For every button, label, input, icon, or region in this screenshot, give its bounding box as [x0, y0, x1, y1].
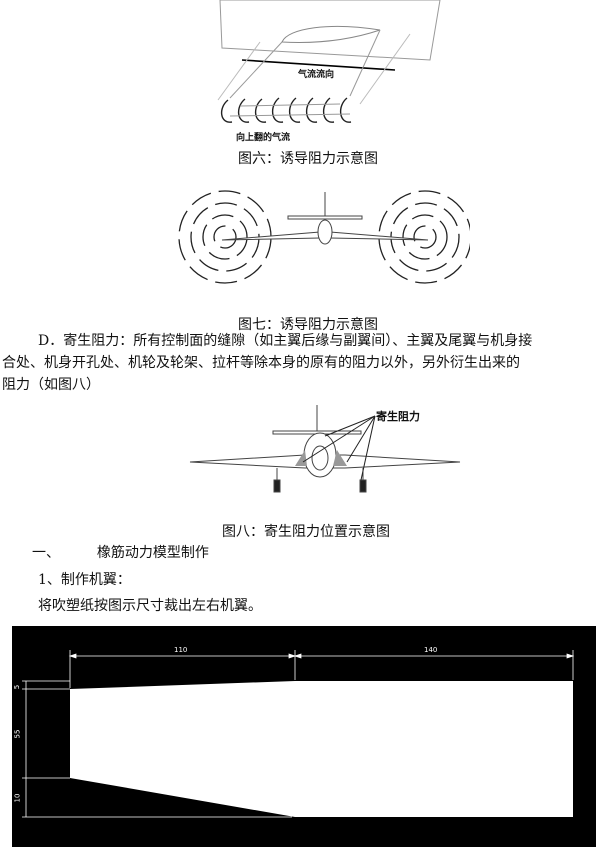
dim-left-top: 5: [13, 684, 22, 690]
dim-top-left: 110: [174, 646, 188, 654]
left-dimensions: [22, 680, 292, 818]
figure7-diagram: [178, 190, 470, 284]
figure8-diagram: [189, 405, 461, 493]
upflow-label: 向上翻的气流: [236, 133, 291, 143]
paragraph-line: D．寄生阻力：所有控制面的缝隙（如主翼后缘与副翼间）、主翼及尾翼与机身接: [38, 333, 533, 349]
aircraft-front-view: [189, 405, 461, 493]
wing-outline: [70, 681, 573, 817]
step1-instruction: 将吹塑纸按图示尺寸裁出左右机翼。: [38, 598, 262, 614]
step1-title: 1、制作机翼：: [38, 572, 131, 588]
paragraph-parasitic-drag: D．寄生阻力：所有控制面的缝隙（如主翼后缘与副翼间）、主翼及尾翼与机身接 合处、…: [2, 330, 605, 396]
aircraft-front-view: [221, 192, 429, 245]
dim-left-mid: 55: [13, 729, 22, 739]
paragraph-line: 合处、机身开孔处、机轮及轮架、拉杆等除本身的原有的阻力以外，另外衍生出来的: [2, 355, 520, 371]
pointer-lines: [302, 415, 376, 481]
figure6-diagram: [217, 0, 441, 123]
dim-left-bottom: 10: [13, 793, 22, 803]
figure6-caption: 图六：诱导阻力示意图: [238, 151, 378, 167]
top-dimensions: [68, 650, 575, 688]
section-title: 橡筋动力模型制作: [96, 545, 209, 561]
parasitic-drag-label: 寄生阻力: [376, 410, 420, 423]
section-number: 一、: [32, 545, 60, 561]
airflow-direction-label: 气流流向: [298, 70, 335, 80]
section-heading: 一、 橡筋动力模型制作: [32, 542, 209, 564]
wing-template-drawing: [12, 626, 596, 847]
paragraph-line: 阻力（如图八）: [2, 377, 100, 393]
figure8-caption: 图八：寄生阻力位置示意图: [222, 524, 390, 540]
upwash-curls: [221, 97, 352, 123]
dim-top-right: 140: [424, 646, 438, 654]
figure7-caption: 图七：诱导阻力示意图: [238, 317, 378, 333]
